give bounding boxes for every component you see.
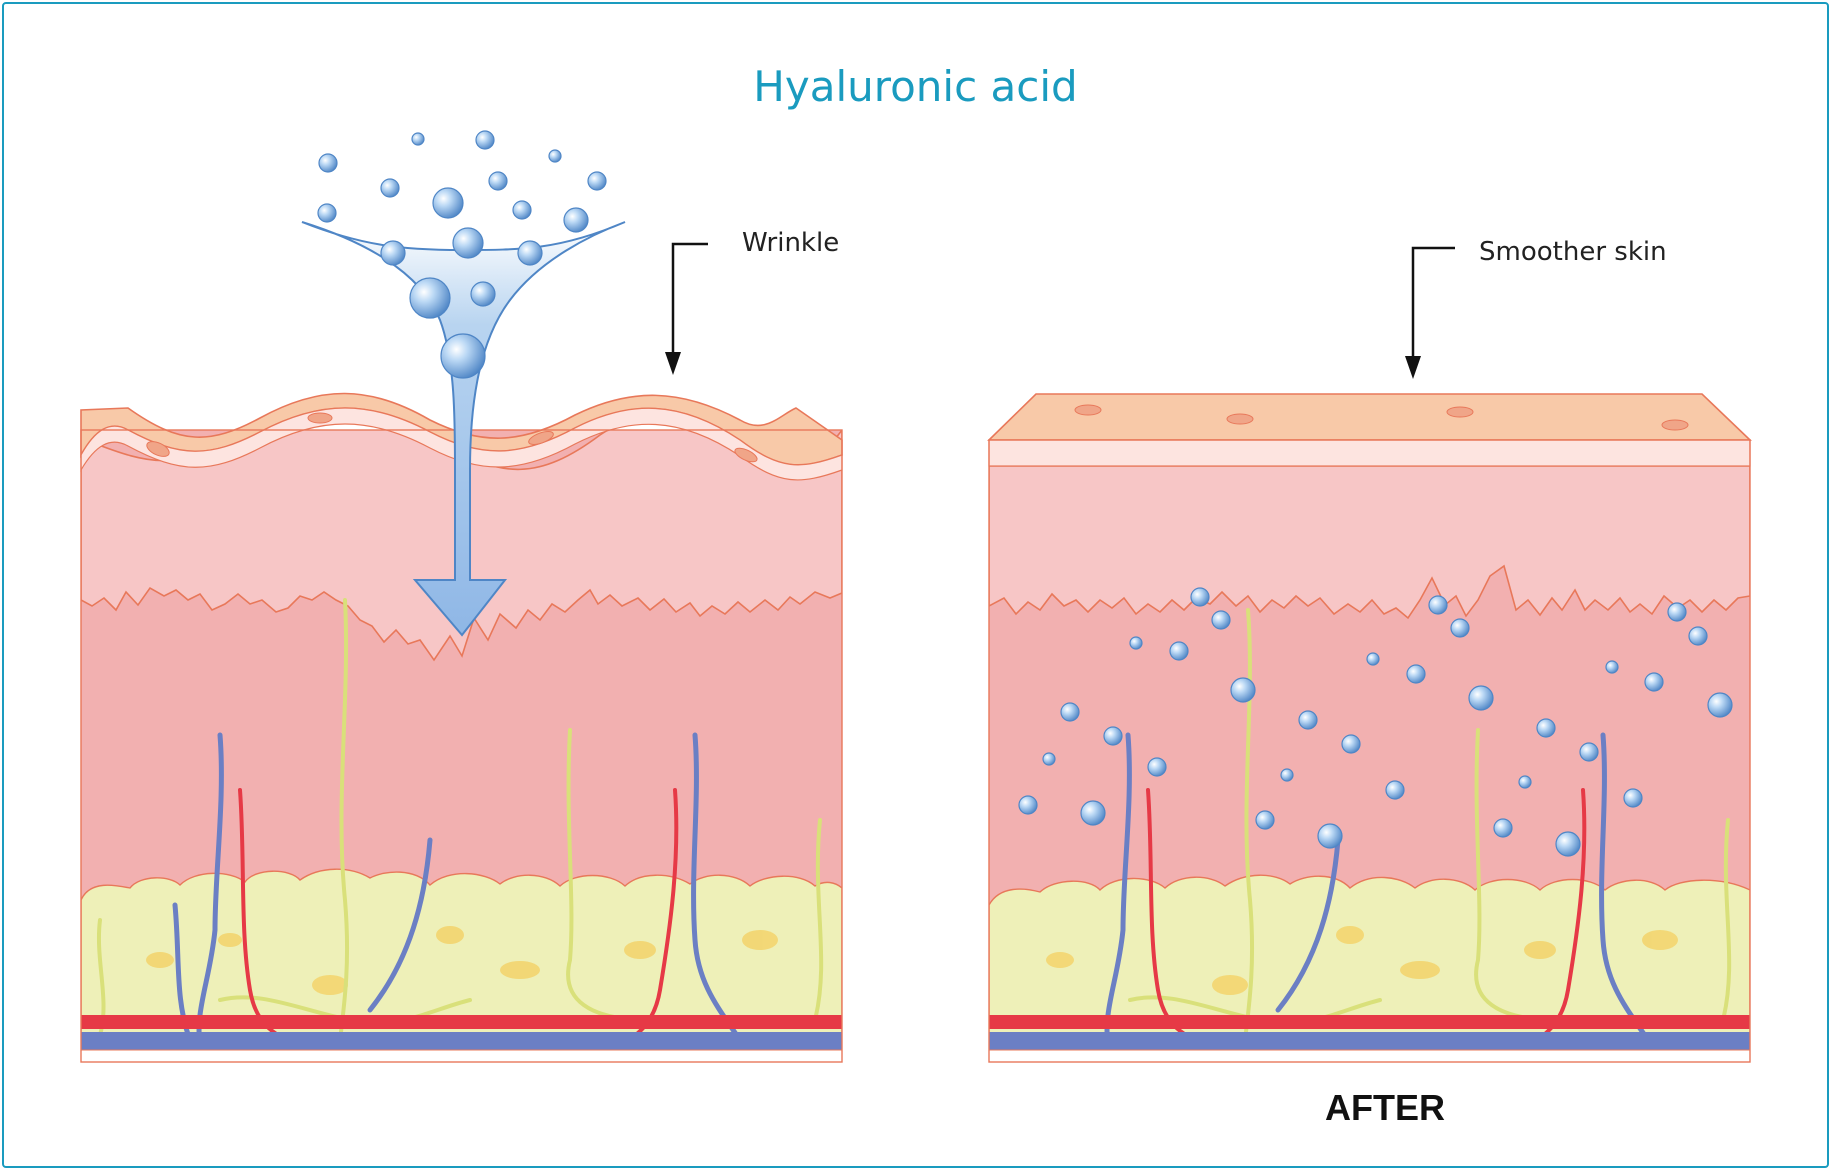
hyaluronic-acid-bubbles xyxy=(317,130,607,379)
smoother-skin-label: Smoother skin xyxy=(1479,237,1667,267)
skin-after xyxy=(989,440,1750,1062)
artery-band xyxy=(81,1015,842,1029)
papillary-dermis-smooth xyxy=(989,465,1750,620)
epidermis-flat xyxy=(987,393,1752,441)
wrinkle-pointer xyxy=(671,242,708,358)
smoother-skin-pointer xyxy=(1411,246,1455,362)
dispersed-bubbles xyxy=(1018,587,1733,857)
diagram-title: Hyaluronic acid xyxy=(753,62,1078,111)
wrinkle-label: Wrinkle xyxy=(742,228,840,258)
after-label: AFTER xyxy=(1325,1087,1445,1128)
vein-band xyxy=(81,1032,842,1050)
